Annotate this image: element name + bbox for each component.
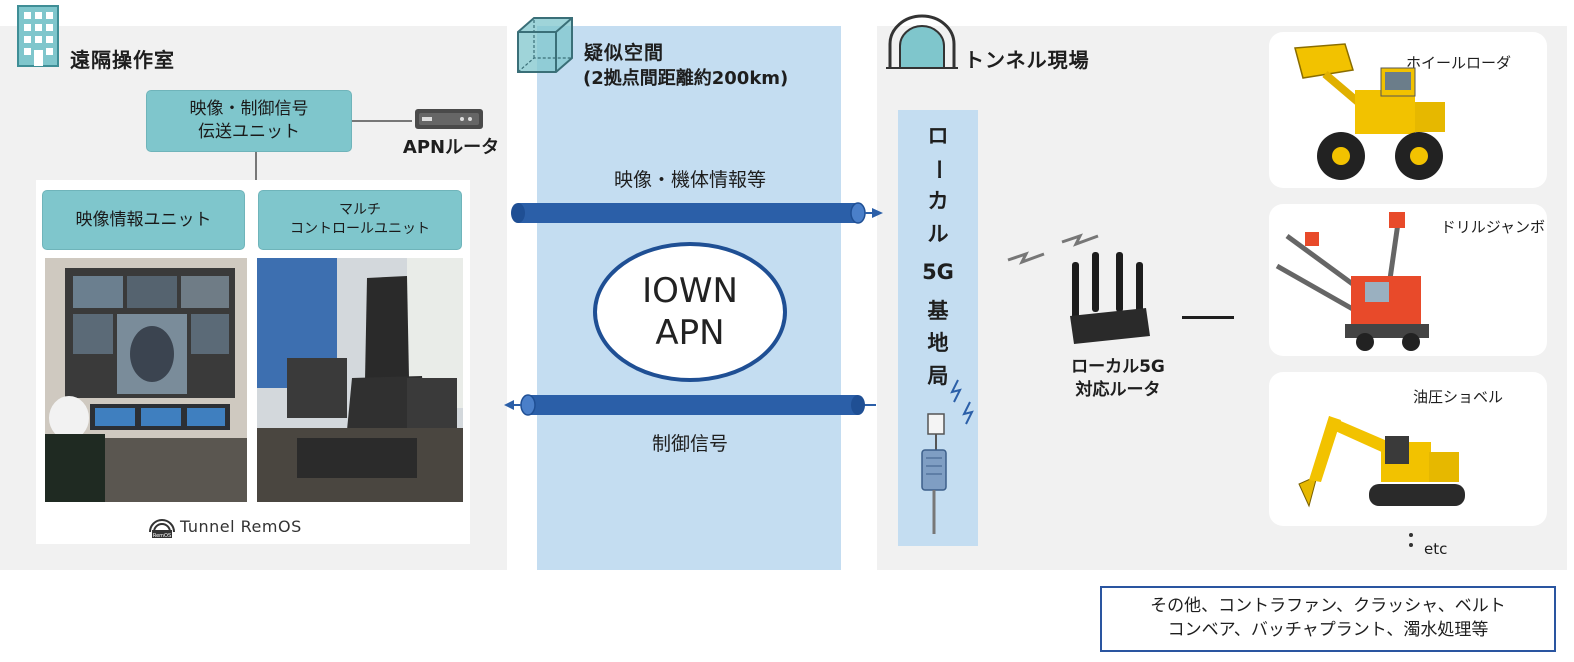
transmission-unit-box: 映像・制御信号 伝送ユニット [146,90,352,152]
video-info-unit-box: 映像情報ユニット [42,190,245,250]
transmission-unit-line1: 映像・制御信号 [189,99,309,120]
drill-jumbo-label: ドリルジャンボ [1440,218,1545,236]
bs-char: 局 [927,363,949,388]
network-line2: APN [655,313,725,353]
signal-icon [1007,233,1099,265]
router-antenna-icon [1070,252,1150,344]
bs-char: ロ [927,124,949,148]
others-note-box: その他、コントラファン、クラッシャ、ベルト コンベア、バッチャプラント、濁水処理… [1100,586,1556,652]
virtual-space-subtitle: (2拠点間距離約200km) [583,68,789,89]
bs-char: ー [926,158,951,180]
dot-mark [1409,533,1413,537]
excavator-card: 油圧ショベル [1269,372,1547,526]
router-label: ローカル5G 対応ルータ [1056,356,1180,402]
monitor-wall-photo [45,258,247,502]
dot-mark [1409,543,1413,547]
router-label-line1: ローカル5G [1071,357,1165,377]
remote-room-title: 遠隔操作室 [70,48,175,72]
upstream-pipe [511,202,883,224]
iown-apn-ellipse: IOWN APN [593,242,787,382]
video-info-unit-label: 映像情報ユニット [75,209,212,230]
building-icon [17,5,59,67]
apn-router-label: APNルータ [402,137,500,158]
drill-jumbo-image [1275,212,1429,351]
cube-icon [517,17,573,73]
logo-text: Tunnel RemOS [180,517,302,536]
cockpit-seat-photo [257,258,463,502]
network-line1: IOWN [642,270,738,311]
logo-icon: RemOS [149,519,175,539]
bs-char: 地 [927,331,949,356]
etc-label: etc [1424,540,1448,558]
antenna-icon [921,413,947,534]
connector-line [255,152,257,180]
excavator-label: 油圧ショベル [1412,388,1503,406]
base-station-label: ロ ー カ ル 5G 基 地 局 [898,120,978,392]
router-machine-link [1182,316,1234,319]
bs-char: 5G [922,260,954,285]
multi-control-line1: マルチ [339,202,381,219]
tunnel-icon [886,14,958,69]
multi-control-line2: コントロールユニット [290,221,430,237]
excavator-image [1298,416,1465,508]
downstream-label: 制御信号 [651,433,728,455]
signal-icon [950,379,974,425]
drill-jumbo-card: ドリルジャンボ [1269,204,1547,356]
downstream-pipe [504,394,876,416]
connector-line [352,120,412,122]
multi-control-unit-box: マルチ コントロールユニット [258,190,462,250]
bs-char: 基 [927,298,949,323]
wheel-loader-card: ホイールローダ [1269,32,1547,188]
tunnel-site-title: トンネル現場 [964,48,1090,72]
bs-char: カ [927,189,949,214]
others-note-line1: その他、コントラファン、クラッシャ、ベルト [1150,596,1506,617]
others-note-line2: コンベア、バッチャプラント、濁水処理等 [1167,620,1489,640]
wheel-loader-image [1294,43,1445,180]
wheel-loader-label: ホイールローダ [1405,54,1511,72]
router-device-icon [415,109,483,129]
transmission-unit-line2: 伝送ユニット [198,122,300,142]
bs-char: ル [927,221,949,246]
virtual-space-title: 疑似空間 [584,42,665,64]
logo-badge: RemOS [153,533,171,539]
upstream-label: 映像・機体情報等 [613,169,766,191]
router-label-line2: 対応ルータ [1075,379,1161,400]
